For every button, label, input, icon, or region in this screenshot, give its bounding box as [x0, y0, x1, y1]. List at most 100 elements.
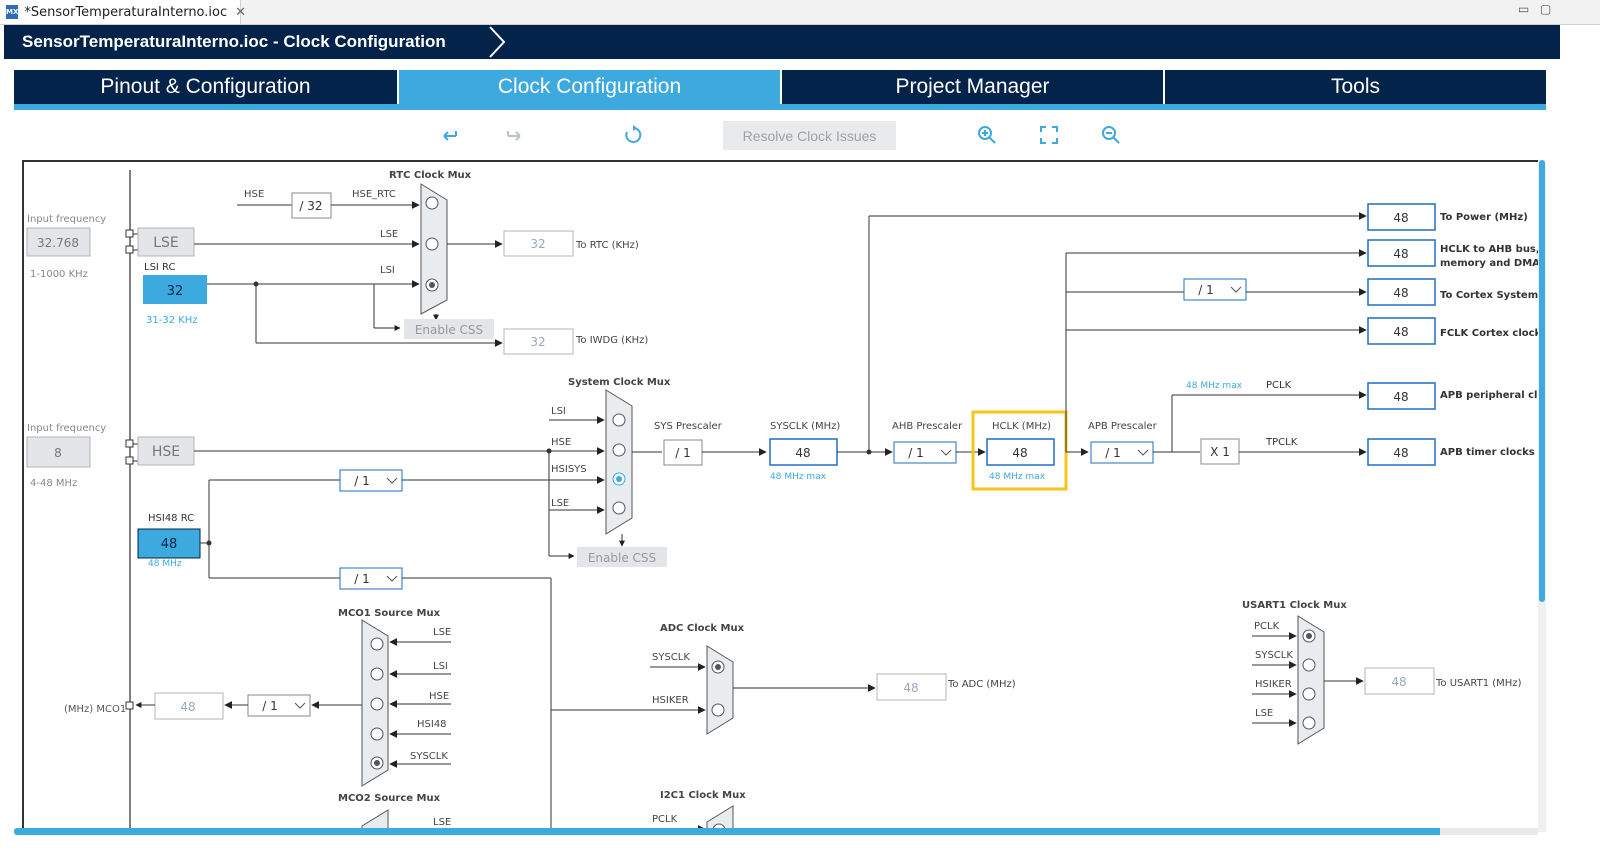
hsi48-rc-block[interactable] [137, 528, 201, 559]
sysmux-enable-css-label: Enable CSS [588, 551, 656, 565]
power-output-field[interactable] [1367, 203, 1436, 231]
hse-input-caption: Input frequency [27, 423, 106, 434]
redo-icon[interactable] [502, 124, 524, 146]
mco1-mux-title: MCO1 Source Mux [338, 608, 441, 619]
fclk-output-field[interactable] [1367, 317, 1436, 345]
adc-input-sysclk: SYSCLK [652, 652, 690, 663]
fclk-output-label: FCLK Cortex clock ( [1440, 328, 1540, 339]
tab-project-manager[interactable]: Project Manager [782, 70, 1165, 104]
minimize-icon[interactable]: ▭ [1518, 2, 1530, 16]
clock-tree-canvas[interactable]: Input frequency 32.768 1-1000 KHz LSE LS… [22, 160, 1540, 834]
lse-input-field[interactable] [26, 227, 91, 257]
lse-pin-bottom [125, 245, 134, 254]
lsi-rc-block[interactable] [143, 275, 207, 304]
rtc-enable-css-button[interactable] [404, 319, 494, 339]
system-clock-mux[interactable] [605, 389, 633, 535]
mco2-input-lse: LSE [433, 817, 451, 828]
hse-block-label: HSE [152, 444, 180, 460]
i2c1-input-pclk: PCLK [652, 814, 678, 825]
resolve-clock-issues-button[interactable]: Resolve Clock Issues [723, 121, 896, 150]
nav-underline [14, 104, 1546, 110]
fit-to-screen-icon[interactable] [1038, 124, 1060, 146]
apb-timer-output-field[interactable] [1367, 438, 1436, 466]
sysmux-input-hse: HSE [551, 437, 571, 448]
iwdg-output-field[interactable] [503, 328, 574, 355]
cortex-system-timer-output-field[interactable] [1367, 278, 1436, 306]
rtc-output-field[interactable] [503, 230, 574, 257]
sysmux-input-hsisys: HSISYS [551, 464, 587, 475]
ahb-bus-output-label-line2: memory and DMA (I [1440, 258, 1540, 269]
hse-input-range: 4-48 MHz [30, 478, 77, 489]
hse-pin-bottom [125, 456, 134, 465]
mco1-option-hse[interactable] [370, 697, 384, 711]
editor-tab-title: *SensorTemperaturaInterno.ioc [24, 4, 228, 20]
chevron-down-icon [294, 702, 306, 709]
hsisys-divider-select[interactable] [339, 469, 403, 492]
usart1-option-sysclk[interactable] [1302, 658, 1316, 672]
horizontal-scrollbar-thumb[interactable] [14, 828, 1538, 835]
sysmux-option-hse[interactable] [612, 443, 626, 457]
apb-peripheral-output-field[interactable] [1367, 382, 1436, 410]
lse-block[interactable] [137, 227, 195, 257]
tab-tools[interactable]: Tools [1165, 70, 1546, 104]
hclk-label: HCLK (MHz) [992, 421, 1051, 432]
mco1-option-lse[interactable] [370, 637, 384, 651]
rtc-mux-option-lse[interactable] [425, 237, 439, 251]
rtc-hse-rtc-label: HSE_RTC [352, 189, 396, 200]
usart1-option-hsiker[interactable] [1302, 687, 1316, 701]
adc-mux-title: ADC Clock Mux [660, 623, 745, 634]
hsiker-divider-select[interactable] [339, 567, 403, 590]
chevron-down-icon [386, 477, 398, 484]
sysmux-input-lsi: LSI [551, 406, 566, 417]
undo-icon[interactable] [440, 124, 462, 146]
adc-clock-mux[interactable] [706, 645, 734, 735]
sysclk-max: 48 MHz max [770, 472, 827, 482]
sysmux-option-lse[interactable] [612, 501, 626, 515]
sys-prescaler-field[interactable] [663, 439, 703, 466]
mco2-mux-title: MCO2 Source Mux [338, 793, 441, 804]
timer-multiplier-field[interactable] [1200, 438, 1240, 465]
mco1-output-field[interactable] [154, 692, 224, 720]
adc-output-value: 48 [903, 681, 918, 695]
mco1-divider-select[interactable] [247, 694, 311, 717]
usart1-clock-mux[interactable] [1297, 615, 1325, 745]
ahb-bus-output-field[interactable] [1367, 239, 1436, 267]
apb-prescaler-select[interactable] [1090, 441, 1154, 464]
usart1-input-sysclk: SYSCLK [1255, 650, 1293, 661]
cortex-divider-select[interactable] [1183, 278, 1247, 301]
ahb-bus-output-label: HCLK to AHB bus, c [1440, 244, 1540, 255]
vertical-scrollbar-thumb[interactable] [1539, 160, 1545, 602]
adc-option-hsiker[interactable] [711, 703, 725, 717]
maximize-icon[interactable]: ▢ [1540, 2, 1552, 16]
rtc-mux-option-hse[interactable] [425, 196, 439, 210]
mco1-input-hsi48: HSI48 [417, 719, 447, 730]
zoom-out-icon[interactable] [1100, 124, 1122, 146]
zoom-in-icon[interactable] [976, 124, 998, 146]
mco1-output-label: (MHz) MCO1 [64, 704, 126, 715]
adc-output-field[interactable] [876, 673, 947, 701]
mco1-option-hsi48[interactable] [370, 727, 384, 741]
iwdg-output-label: To IWDG (KHz) [575, 335, 648, 346]
lsi-rc-label: LSI RC [144, 262, 175, 273]
hclk-field[interactable] [986, 438, 1055, 466]
usart1-output-value: 48 [1391, 675, 1406, 689]
hse-input-field[interactable] [26, 436, 91, 468]
ahb-prescaler-select[interactable] [893, 441, 957, 464]
iwdg-output-value: 32 [530, 335, 545, 349]
fclk-output-value: 48 [1393, 325, 1408, 339]
tab-pinout-configuration[interactable]: Pinout & Configuration [14, 70, 399, 104]
close-tab-icon[interactable]: ✕ [235, 4, 247, 20]
reset-icon[interactable] [622, 124, 644, 146]
usart1-output-field[interactable] [1364, 667, 1435, 695]
sysmux-enable-css-button[interactable] [577, 547, 667, 567]
editor-tab[interactable]: MX *SensorTemperaturaInterno.ioc ✕ [0, 0, 246, 24]
tab-clock-configuration[interactable]: Clock Configuration [399, 70, 782, 104]
horizontal-scrollbar-track[interactable] [1440, 828, 1538, 835]
usart1-option-lse[interactable] [1302, 716, 1316, 730]
mco1-option-lsi[interactable] [370, 667, 384, 681]
adc-input-hsiker: HSIKER [652, 695, 689, 706]
editor-tab-bar: MX *SensorTemperaturaInterno.ioc ✕ ▭ ▢ [0, 0, 1600, 25]
power-output-value: 48 [1393, 211, 1408, 225]
sysmux-option-lsi[interactable] [612, 413, 626, 427]
breadcrumb-title[interactable]: SensorTemperaturaInterno.ioc - Clock Con… [22, 32, 446, 51]
